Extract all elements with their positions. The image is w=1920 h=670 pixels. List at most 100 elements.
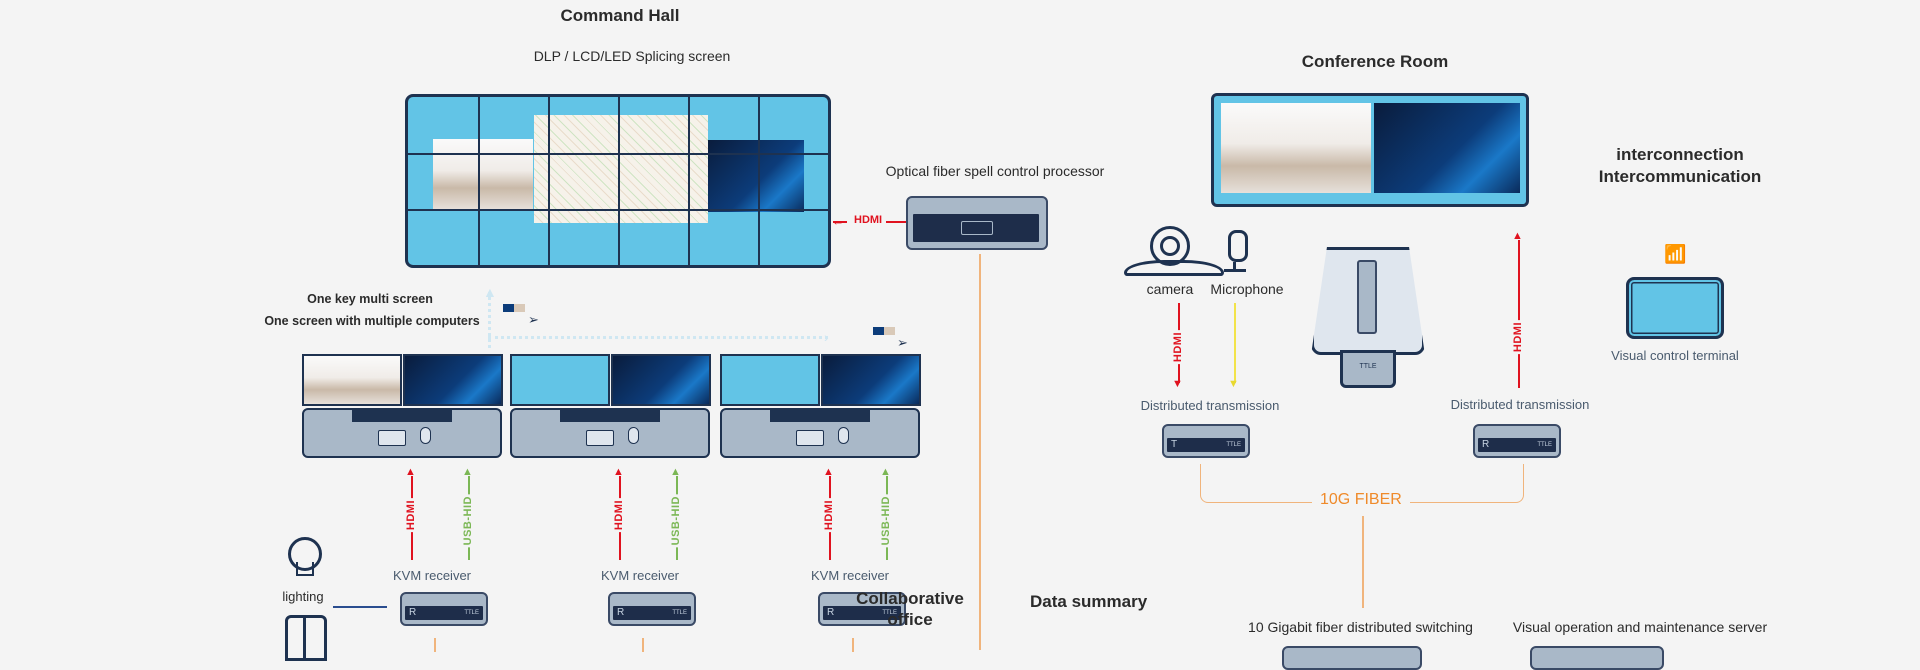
kvm-receiver-device: R TTLE: [818, 592, 906, 626]
lightbulb-base: [296, 562, 314, 576]
command-hall-title: Command Hall: [560, 6, 680, 25]
processor-display-icon: [961, 221, 993, 235]
hdmi-line-left: [833, 221, 847, 223]
dotted-flow-vertical: [488, 292, 491, 348]
fiber-trunk-line: [979, 254, 981, 650]
processor-hdmi-label: HDMI: [854, 214, 883, 226]
conference-desktop-feed: [1374, 103, 1520, 193]
hdmi-line-right: [886, 221, 906, 223]
thumbnail-icon: [873, 327, 895, 335]
mouse-icon: [838, 427, 849, 444]
kvm-receiver-letter: R: [617, 607, 625, 618]
kvm-receiver-front: R TTLE: [821, 604, 903, 622]
thumbnail-icon: [503, 304, 525, 312]
desk-panel: [352, 408, 452, 422]
microphone-audio-line: [1234, 303, 1236, 383]
workstation-desk: [510, 408, 710, 458]
kvm-receiver-label: KVM receiver: [810, 568, 890, 583]
arrow-up-icon: ▲: [670, 466, 681, 478]
workstation-desk: [302, 408, 502, 458]
hdmi-label: HDMI: [823, 498, 835, 533]
transmitter-front: T TTLE: [1165, 436, 1247, 454]
wall-desktop-window: [708, 140, 804, 212]
camera-icon: [1150, 226, 1190, 266]
wall-panel-divider-v: [687, 97, 690, 265]
splicing-screen-label: DLP / LCD/LED Splicing screen: [533, 48, 731, 64]
lighting-connection-line: [333, 606, 387, 608]
processor-label: Optical fiber spell control processor: [885, 163, 1105, 179]
wall-panel-divider-v: [477, 97, 480, 265]
multiscreen-line2: One screen with multiple computers: [264, 314, 480, 328]
receiver-device: R TTLE: [1473, 424, 1561, 458]
receiver-front: R TTLE: [1476, 436, 1558, 454]
wifi-icon: 📶: [1664, 244, 1687, 264]
lightbulb-icon: [288, 537, 322, 571]
desk-panel: [770, 408, 870, 422]
keyboard-icon: [796, 430, 824, 446]
kvm-receiver-label: KVM receiver: [392, 568, 472, 583]
multiscreen-line1: One key multi screen: [307, 292, 433, 306]
workstation-desk: [720, 408, 920, 458]
receiver-brand: TTLE: [1537, 442, 1552, 448]
fiber-processor-device: [906, 196, 1048, 250]
wall-panel-divider-h: [408, 153, 828, 155]
arrow-up-icon: ▲: [880, 466, 891, 478]
wall-panel-divider-v: [618, 97, 620, 265]
kvm-receiver-letter: R: [827, 607, 835, 618]
arrow-up-icon: ▲: [1512, 230, 1523, 242]
keyboard-icon: [586, 430, 614, 446]
microphone-icon: [1228, 230, 1248, 262]
arrow-up-icon: ▲: [462, 466, 473, 478]
cursor-icon: ➢: [528, 312, 539, 327]
kvm-receiver-label: KVM receiver: [600, 568, 680, 583]
desk-panel: [560, 408, 660, 422]
workstation-left-screen: [720, 354, 820, 406]
cursor-icon: ➢: [897, 335, 908, 350]
interconnect-title: interconnection Intercommunication: [1590, 144, 1770, 188]
usb-hid-label: USB-HID: [880, 494, 892, 548]
wall-video-window: [433, 139, 533, 209]
collaborative-office-title: Collaborative office: [850, 588, 970, 630]
arrow-up-icon: ▲: [823, 466, 834, 478]
flow-arrow-up-icon: ▲: [483, 284, 497, 300]
kvm-receiver-device: R TTLE: [400, 592, 488, 626]
kvm-receiver-brand: TTLE: [672, 610, 687, 616]
data-summary-title: Data summary: [1030, 592, 1148, 611]
arrow-down-icon: ▼: [1228, 378, 1239, 390]
display-hdmi-line: [1518, 240, 1520, 388]
hdmi-label: HDMI: [613, 498, 625, 533]
microphone-stand: [1233, 262, 1236, 270]
flow-arrow-right-icon: ›: [824, 329, 829, 345]
mouse-icon: [420, 427, 431, 444]
rx-label: Distributed transmission: [1450, 397, 1590, 412]
visual-control-terminal[interactable]: [1626, 277, 1724, 339]
curtain-divider: [303, 618, 306, 658]
kvm-receiver-brand: TTLE: [882, 610, 897, 616]
tx-label: Distributed transmission: [1140, 398, 1280, 413]
camera-label: camera: [1146, 281, 1194, 297]
audio-processor-slot: [1357, 260, 1377, 334]
receiver-letter: R: [1482, 439, 1490, 450]
kvm-fiber-line: [642, 638, 644, 652]
display-hdmi-label: HDMI: [1512, 320, 1524, 355]
kvm-fiber-line: [852, 638, 854, 652]
kvm-receiver-letter: R: [409, 607, 417, 618]
workstation-left-screen: [302, 354, 402, 406]
lighting-label: lighting: [282, 589, 324, 604]
arrow-down-icon: ▼: [1172, 378, 1183, 390]
workstation-right-screen: [611, 354, 711, 406]
wall-panel-divider-h: [408, 209, 828, 211]
terminal-label: Visual control terminal: [1611, 348, 1739, 363]
interconnect-line1: interconnection: [1616, 145, 1744, 164]
workstation-right-screen: [403, 354, 503, 406]
fiber-down-line: [1362, 516, 1364, 608]
fiber-label: 10G FIBER: [1312, 491, 1410, 509]
wall-map-window: [534, 115, 708, 223]
wall-panel-divider-v: [547, 97, 550, 265]
camera-lens: [1160, 236, 1180, 256]
mouse-icon: [628, 427, 639, 444]
conference-room-title: Conference Room: [1301, 52, 1449, 71]
curtain-icon: [285, 615, 327, 661]
dotted-flow-horizontal: [488, 336, 828, 339]
keyboard-icon: [378, 430, 406, 446]
